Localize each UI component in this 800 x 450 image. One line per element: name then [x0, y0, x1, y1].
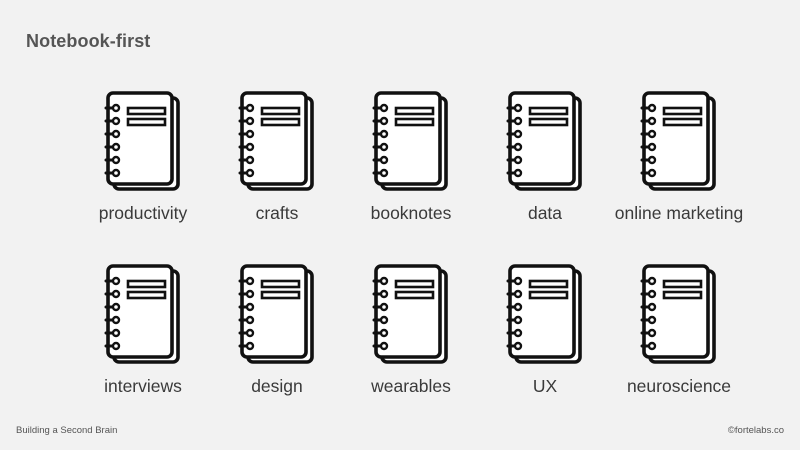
notebook-label: neuroscience [626, 376, 732, 396]
slide-title: Notebook-first [26, 31, 151, 51]
notebook-tile: data [478, 89, 612, 253]
notebook-label: crafts [255, 203, 299, 223]
spiral-notebook-icon [506, 91, 582, 191]
notebook-label: productivity [98, 203, 188, 223]
spiral-notebook-icon [104, 91, 180, 191]
notebook-label: interviews [104, 376, 182, 396]
footer-copyright: ©fortelabs.co [727, 425, 784, 436]
spiral-notebook-icon [372, 91, 448, 191]
notebook-label: design [251, 376, 303, 396]
spiral-notebook-icon [506, 264, 582, 364]
notebook-label: UX [532, 376, 558, 396]
notebook-tile: design [210, 262, 344, 426]
spiral-notebook-icon [238, 264, 314, 364]
notebook-tile: neuroscience [612, 262, 746, 426]
notebook-label: data [527, 203, 563, 223]
spiral-notebook-icon [372, 264, 448, 364]
spiral-notebook-icon [238, 91, 314, 191]
notebook-tile: productivity [76, 89, 210, 253]
notebook-tile: crafts [210, 89, 344, 253]
notebook-label: wearables [371, 376, 451, 396]
notebook-tile: interviews [76, 262, 210, 426]
spiral-notebook-icon [104, 264, 180, 364]
notebook-tile: UX [478, 262, 612, 426]
spiral-notebook-icon [640, 91, 716, 191]
notebook-grid: productivity crafts booknotes data onlin… [76, 89, 746, 426]
notebook-label: booknotes [370, 203, 452, 223]
notebook-tile: online marketing [612, 89, 746, 253]
notebook-tile: booknotes [344, 89, 478, 253]
notebook-label: online marketing [614, 203, 744, 223]
footer-course-title: Building a Second Brain [16, 425, 118, 436]
notebook-tile: wearables [344, 262, 478, 426]
spiral-notebook-icon [640, 264, 716, 364]
